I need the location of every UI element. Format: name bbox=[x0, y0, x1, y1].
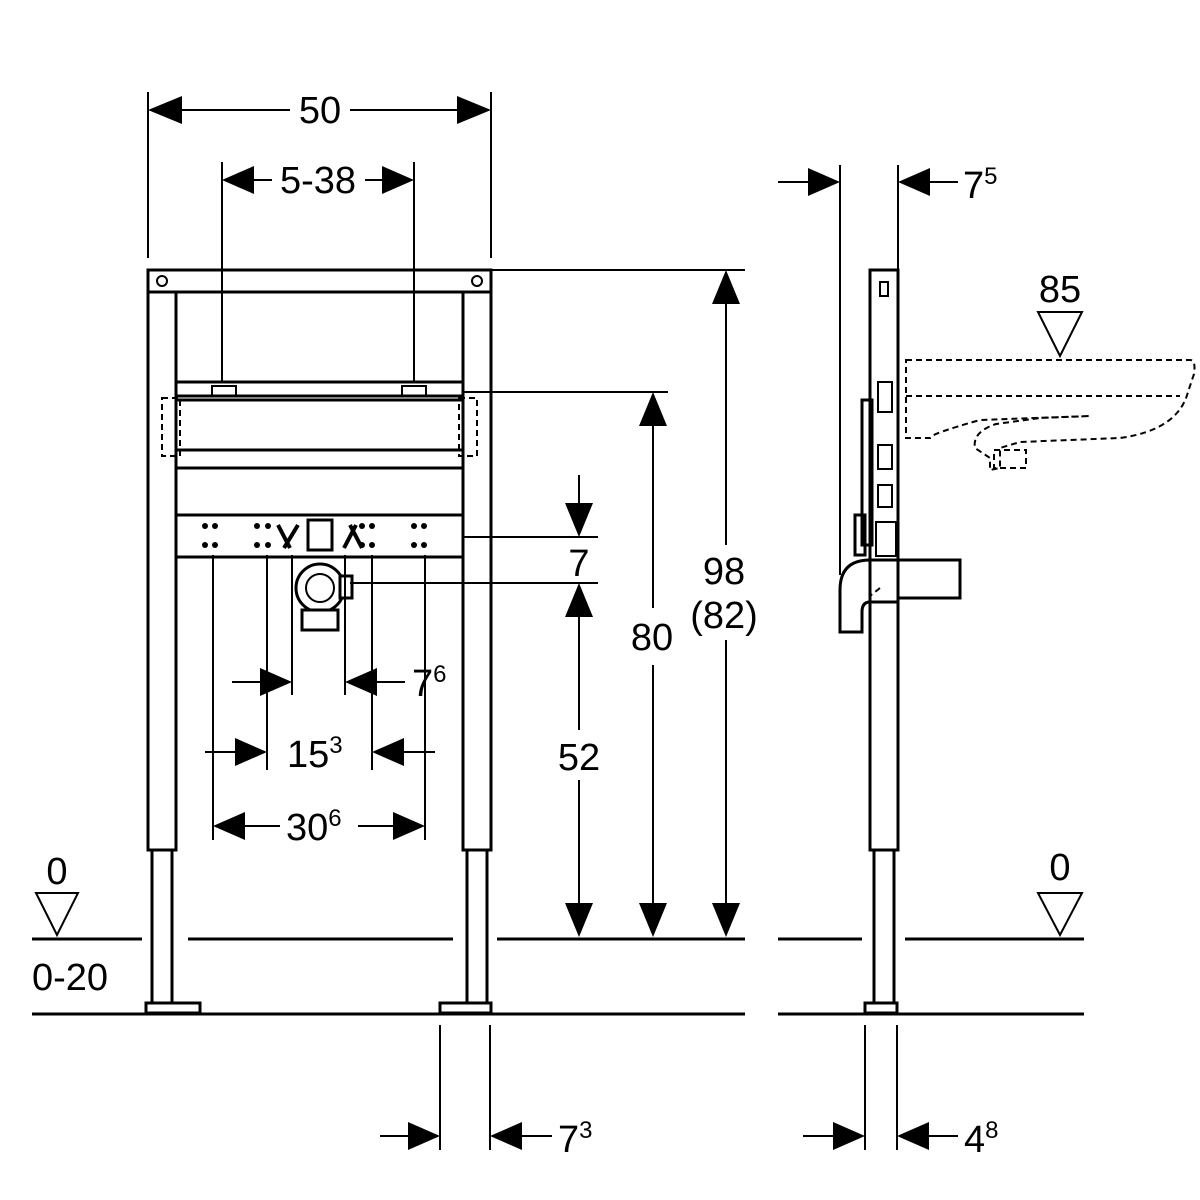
dim-height-80: 80 bbox=[631, 617, 673, 659]
floor-range: 0-20 bbox=[32, 957, 108, 999]
dim-total-height-alt: (82) bbox=[690, 595, 758, 637]
dim-offset-76: 76 bbox=[412, 661, 447, 705]
level-marker-icon bbox=[34, 892, 80, 938]
floor-level-right: 0 bbox=[1049, 847, 1070, 889]
bolt-icon bbox=[156, 275, 168, 287]
valve-body bbox=[306, 518, 334, 552]
dim-adjust-range: 5-38 bbox=[280, 160, 356, 202]
top-crossbar bbox=[146, 268, 493, 294]
side-view: 75 85 0 48 bbox=[778, 163, 1196, 1161]
left-foot-plate bbox=[144, 1001, 202, 1015]
washbasin-outline bbox=[905, 359, 1196, 472]
front-view: 50 5-38 98 (82) 80 7 bbox=[32, 90, 758, 1161]
right-post bbox=[461, 268, 493, 852]
basin-height-marker-icon bbox=[1036, 311, 1084, 359]
floor-level-left: 0 bbox=[46, 851, 67, 893]
side-drain-trap bbox=[838, 558, 900, 634]
drain-outlet bbox=[300, 608, 340, 632]
dim-width-306: 306 bbox=[286, 805, 342, 849]
right-foot-tube bbox=[465, 848, 489, 1007]
dim-spacing-7: 7 bbox=[568, 543, 589, 585]
dim-foot-offset: 73 bbox=[558, 1117, 593, 1161]
dim-side-top-offset: 75 bbox=[963, 163, 998, 207]
side-foot-tube bbox=[872, 848, 896, 1007]
side-drain-outlet bbox=[896, 558, 962, 600]
side-foot-plate bbox=[863, 1001, 899, 1015]
fixing-holes bbox=[202, 523, 427, 548]
water-connections bbox=[276, 523, 364, 550]
dim-side-foot: 48 bbox=[964, 1117, 999, 1161]
left-foot-tube bbox=[150, 848, 174, 1007]
basin-bracket bbox=[174, 398, 465, 452]
dim-width-153: 153 bbox=[287, 732, 343, 776]
dim-total-height: 98 bbox=[703, 551, 745, 593]
dim-total-width: 50 bbox=[299, 90, 341, 132]
level-marker-icon bbox=[1036, 892, 1084, 938]
left-post bbox=[146, 268, 178, 852]
bolt-icon bbox=[471, 275, 483, 287]
adjustable-crossbar bbox=[174, 380, 465, 398]
right-foot-plate bbox=[438, 1001, 493, 1015]
drain-elbow bbox=[294, 562, 346, 614]
dim-height-52: 52 bbox=[558, 737, 600, 779]
dim-basin-height: 85 bbox=[1039, 269, 1081, 311]
